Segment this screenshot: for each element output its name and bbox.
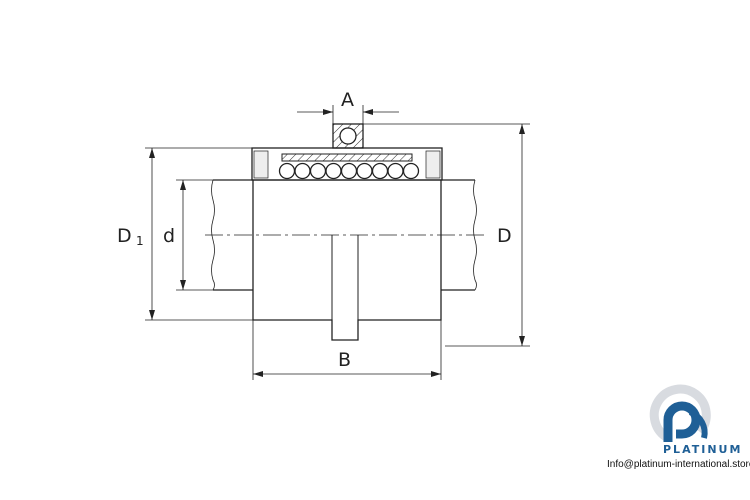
ball [309, 162, 327, 180]
ball [294, 162, 311, 180]
housing [252, 180, 442, 341]
ball-row [278, 162, 420, 180]
label-A: A [341, 89, 354, 111]
ball [340, 162, 358, 180]
linear-bearing [251, 147, 443, 181]
ball [325, 162, 342, 180]
radial-bearing [332, 123, 364, 149]
label-D1-subscript: 1 [136, 234, 144, 248]
ball [371, 162, 389, 180]
ball [387, 162, 404, 180]
label-d: d [163, 225, 175, 247]
logo-brand: PLATINUM [663, 443, 742, 456]
ball [356, 162, 373, 180]
label-B: B [338, 349, 351, 371]
label-D: D [497, 225, 512, 247]
platinum-logo [649, 384, 711, 442]
label-D1: D [117, 225, 132, 247]
logo-email[interactable]: Info@platinum-international.store [607, 459, 750, 470]
ball [402, 162, 420, 180]
ball [278, 162, 296, 180]
